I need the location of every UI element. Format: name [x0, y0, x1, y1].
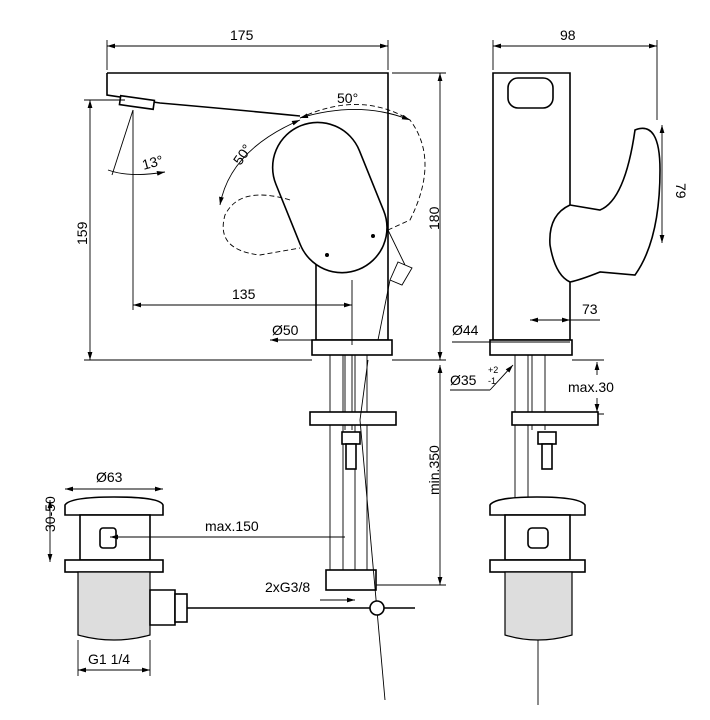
- dim-waste-height: 30-50: [42, 496, 58, 532]
- dim-hole-diameter: Ø35: [450, 372, 477, 388]
- dim-hole-tol-plus: +2: [488, 365, 498, 375]
- dim-width: 175: [230, 27, 254, 43]
- dim-waste-diameter: Ø63: [96, 469, 123, 485]
- front-view-faucet: [106, 72, 426, 356]
- dim-spout-angle: 13°: [140, 152, 165, 173]
- dim-rod-length: max.150: [205, 518, 259, 534]
- dim-deck-thickness: max.30: [568, 379, 614, 395]
- dim-lever-height: 79: [673, 183, 689, 199]
- side-view-faucet: [489, 72, 661, 356]
- dim-lever-offset: 73: [582, 301, 598, 317]
- dim-spout-height: 159: [74, 221, 90, 245]
- hoses-side: [511, 354, 599, 501]
- dim-spout-reach: 135: [232, 286, 256, 302]
- dim-hole-tol-minus: -1: [488, 376, 496, 386]
- dim-connection: 2xG3/8: [265, 579, 310, 595]
- lever: [271, 121, 388, 274]
- dim-base-diameter: Ø44: [452, 322, 479, 338]
- dim-total-height: 180: [426, 206, 442, 230]
- dim-hose-length: min.350: [426, 445, 442, 495]
- dim-waste-thread: G1 1/4: [88, 651, 130, 667]
- waste-side: [489, 496, 586, 705]
- dim-lever-angle-left: 50°: [230, 141, 255, 168]
- dim-depth: 98: [560, 27, 576, 43]
- dim-body-diameter: Ø50: [272, 322, 299, 338]
- hoses-front: [309, 354, 397, 701]
- dim-lever-angle-top: 50°: [337, 90, 358, 106]
